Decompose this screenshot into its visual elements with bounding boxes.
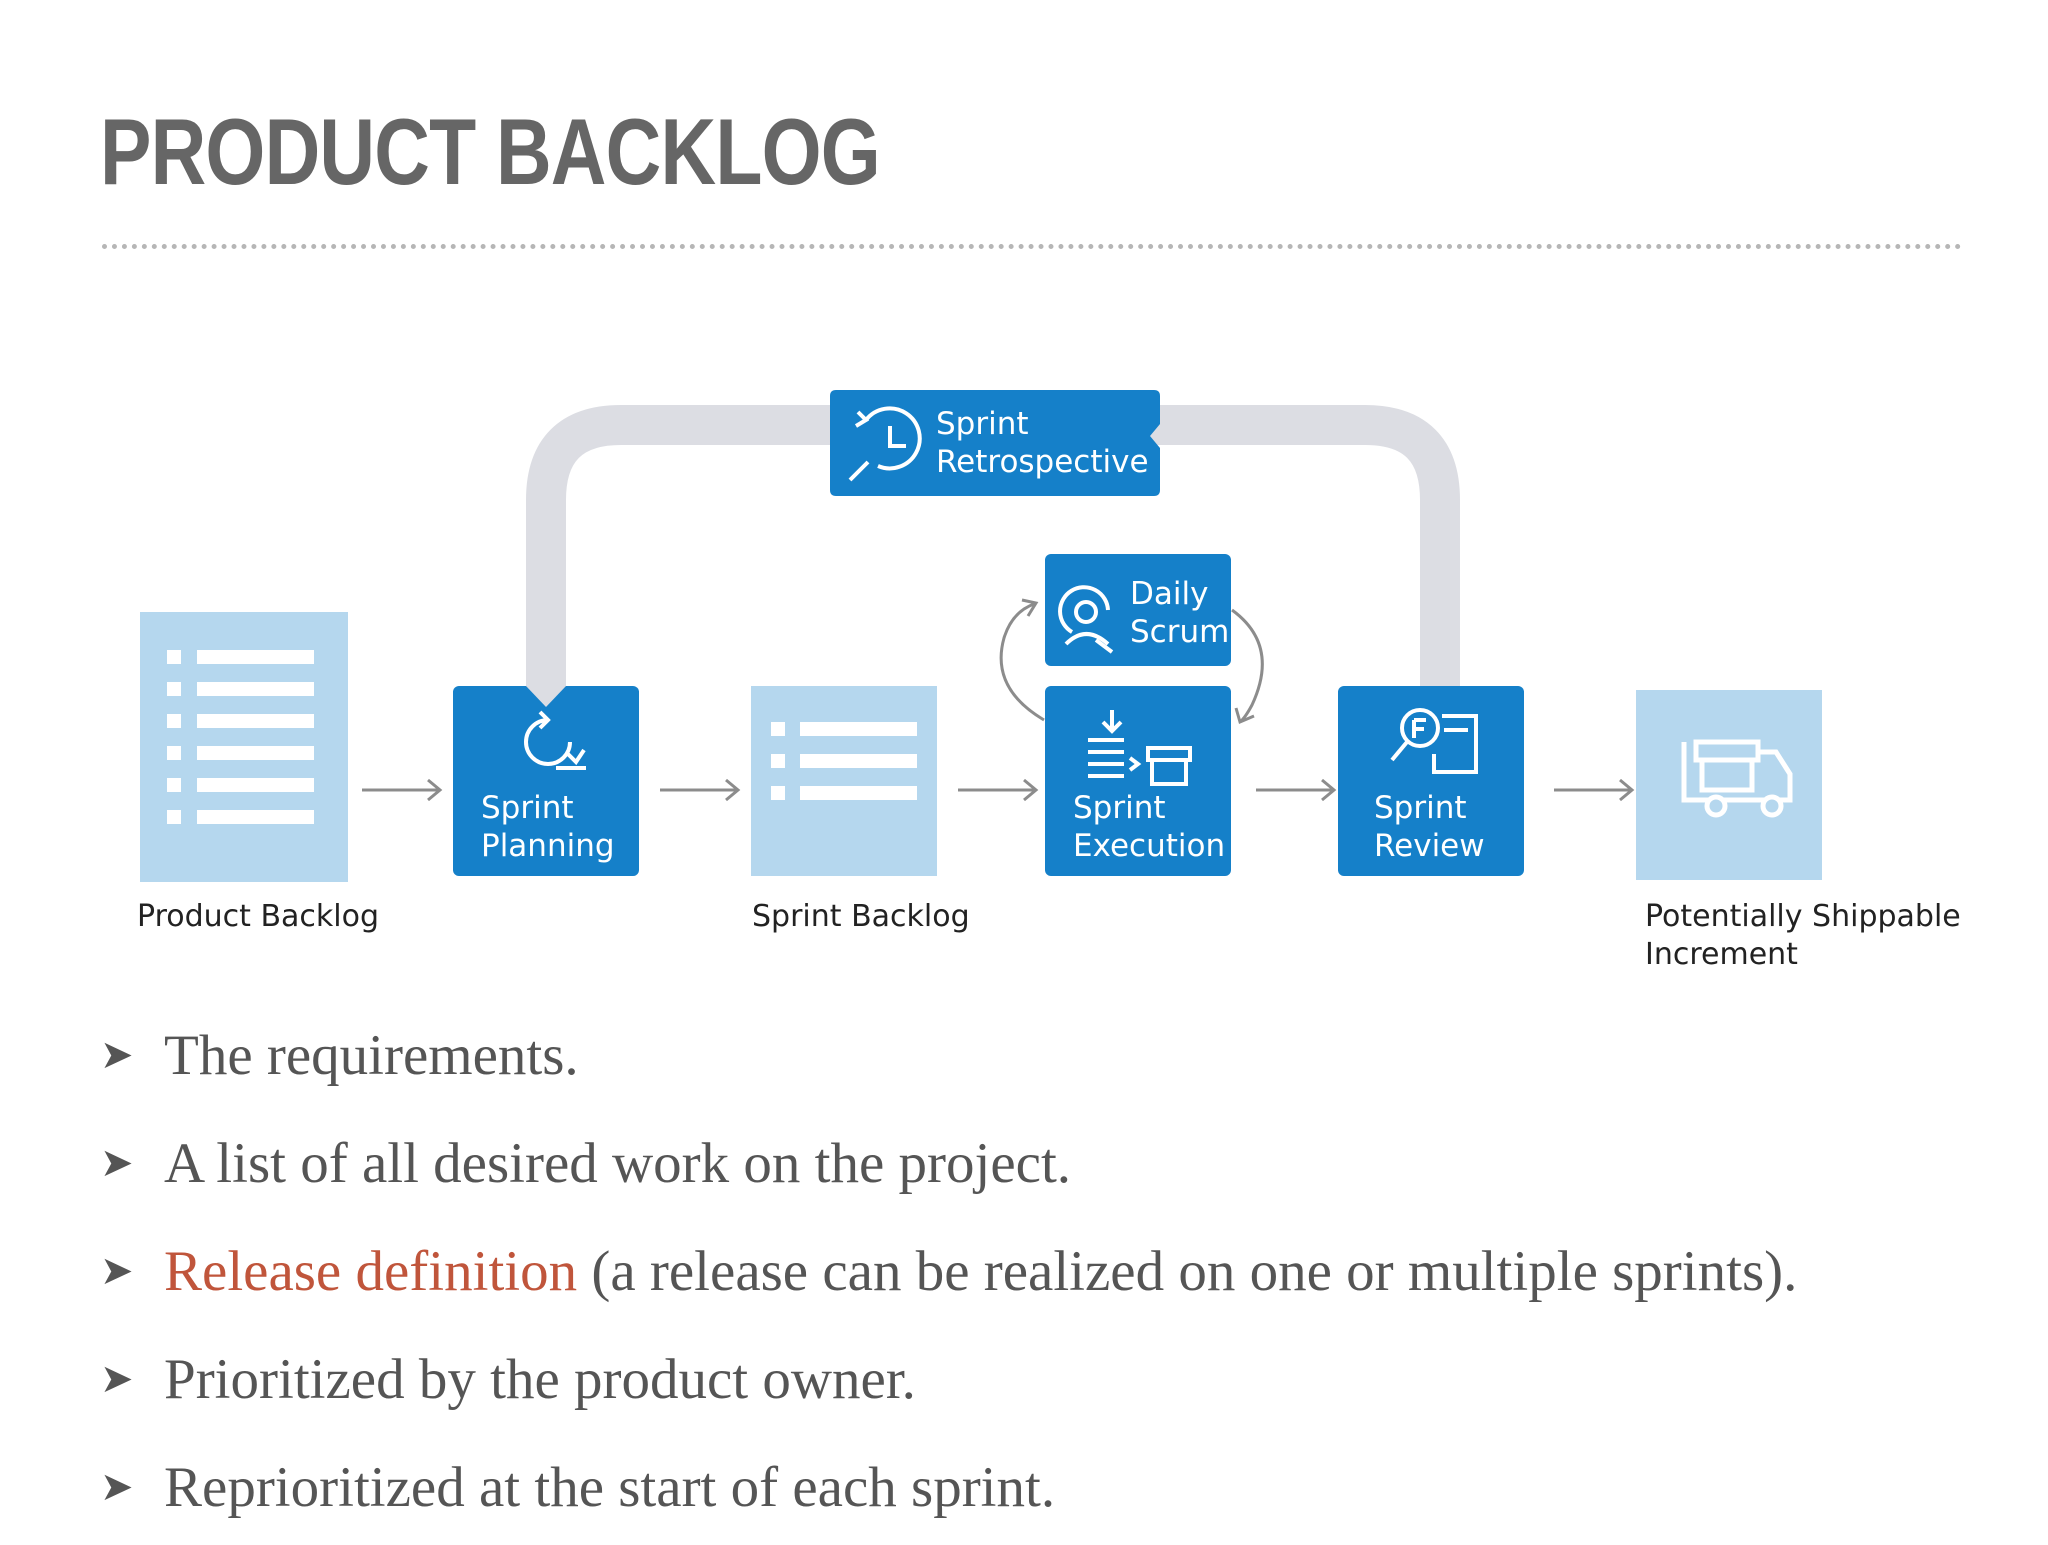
bullet-text: The requirements.	[164, 1024, 579, 1087]
sprint-retrospective-node: Sprint Retrospective	[830, 390, 1160, 496]
sprint-review-label-line1: Sprint	[1374, 790, 1467, 826]
daily-scrum-label-line2: Scrum	[1130, 614, 1229, 650]
bullet-item: ➤ The requirements.	[100, 1005, 1797, 1113]
daily-scrum-cycle-arrows	[999, 598, 1264, 725]
bullet-arrow-icon: ➤	[100, 1032, 134, 1078]
increment-node: Potentially Shippable Increment	[1636, 690, 1961, 972]
scrum-process-diagram: Product Backlog Sprint Planning Sprint B…	[137, 390, 1961, 972]
delivery-truck-icon	[1681, 739, 1793, 818]
sprint-execution-label-line2: Execution	[1073, 828, 1225, 864]
sprint-planning-label-line1: Sprint	[481, 790, 574, 826]
bullet-text: (a release can be realized on one or mul…	[577, 1240, 1798, 1303]
flow-arrow	[958, 778, 1039, 802]
bullet-text: Prioritized by the product owner.	[164, 1348, 916, 1411]
bullet-arrow-icon: ➤	[100, 1356, 134, 1402]
sprint-planning-node: Sprint Planning	[453, 686, 639, 876]
slide-title: PRODUCT BACKLOG	[100, 99, 881, 204]
magnifier-review-icon	[1390, 708, 1478, 774]
flow-arrow	[1554, 778, 1635, 802]
clock-magnifier-icon	[848, 406, 922, 482]
sprint-retrospective-label-line2: Retrospective	[936, 444, 1149, 480]
product-backlog-node: Product Backlog	[137, 612, 379, 934]
list-document-icon	[167, 650, 314, 824]
bullet-item: ➤ Prioritized by the product owner.	[100, 1329, 1797, 1437]
flow-arrow	[660, 778, 741, 802]
product-backlog-caption: Product Backlog	[137, 899, 379, 934]
sprint-retrospective-label-line1: Sprint	[936, 406, 1029, 442]
bullet-text: A list of all desired work on the projec…	[164, 1132, 1072, 1195]
bullet-arrow-icon: ➤	[100, 1464, 134, 1510]
sprint-execution-label-line1: Sprint	[1073, 790, 1166, 826]
bullet-text: Reprioritized at the start of each sprin…	[164, 1456, 1056, 1519]
flow-arrow	[362, 778, 443, 802]
refresh-person-icon	[1058, 585, 1114, 654]
bullet-item: ➤ Reprioritized at the start of each spri…	[100, 1437, 1797, 1545]
increment-caption-line1: Potentially Shippable	[1645, 899, 1961, 934]
bullet-item: ➤ A list of all desired work on the proje…	[100, 1113, 1797, 1221]
sprint-backlog-node: Sprint Backlog	[751, 686, 970, 934]
sprint-review-node: Sprint Review	[1338, 686, 1524, 876]
daily-scrum-node: Daily Scrum	[1045, 554, 1231, 666]
sprint-backlog-caption: Sprint Backlog	[752, 899, 970, 934]
list-to-box-icon	[1088, 710, 1192, 786]
flow-arrows	[362, 778, 1635, 802]
increment-caption-line2: Increment	[1645, 937, 1798, 972]
daily-scrum-label-line1: Daily	[1130, 576, 1208, 612]
bullet-arrow-icon: ➤	[100, 1140, 134, 1186]
bullet-item: ➤ Release definition (a release can be re…	[100, 1221, 1797, 1329]
sprint-review-label-line2: Review	[1374, 828, 1485, 864]
sprint-planning-label-line2: Planning	[481, 828, 615, 864]
cycle-arrow-icon	[524, 710, 586, 770]
bullet-arrow-icon: ➤	[100, 1248, 134, 1294]
bullet-list: ➤ The requirements. ➤ A list of all desire…	[100, 1005, 1797, 1545]
flow-arrow	[1256, 778, 1337, 802]
sprint-execution-node: Sprint Execution	[1045, 686, 1231, 876]
title-divider	[102, 244, 1962, 249]
list-document-icon	[771, 722, 917, 800]
bullet-accent-text: Release definition	[164, 1240, 578, 1303]
